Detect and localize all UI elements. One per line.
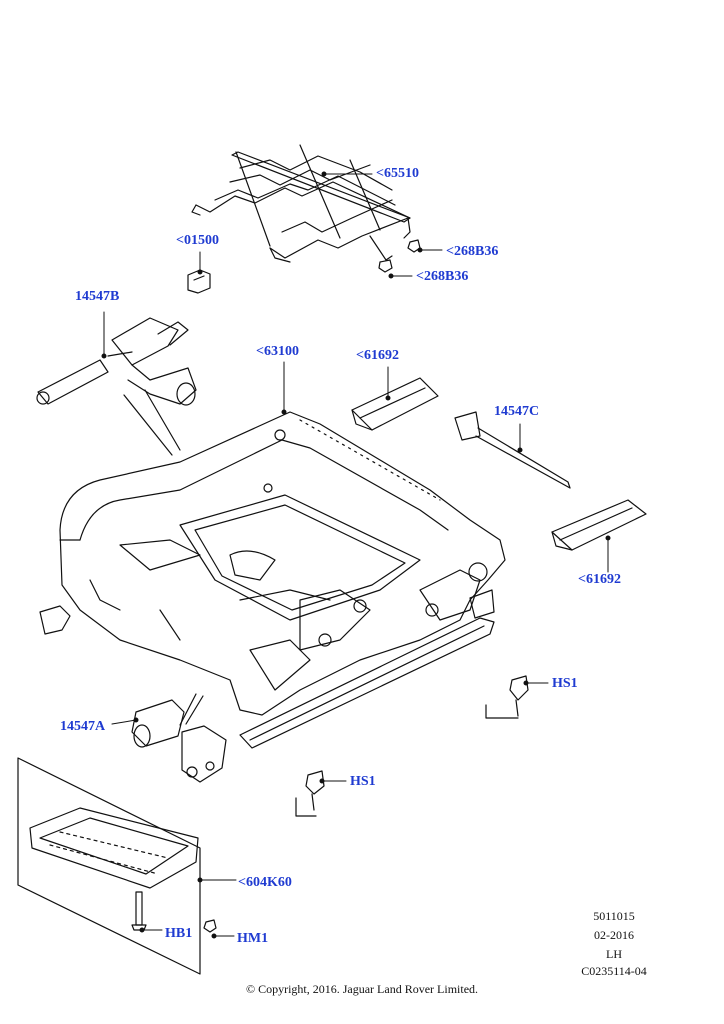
callout-hs1-upper[interactable]: HS1 bbox=[552, 676, 578, 691]
track-cover-61692-lower-part bbox=[551, 499, 647, 551]
callout-hb1[interactable]: HB1 bbox=[165, 926, 193, 941]
callout-61692-upper[interactable]: <61692 bbox=[356, 348, 399, 363]
callout-63100[interactable]: <63100 bbox=[256, 344, 299, 359]
callout-604k60[interactable]: <604K60 bbox=[238, 875, 292, 890]
callout-hm1[interactable]: HM1 bbox=[237, 931, 269, 946]
callout-268b36-upper[interactable]: <268B36 bbox=[446, 244, 499, 259]
drawing-code: 5011015 bbox=[593, 909, 635, 923]
callout-61692-lower[interactable]: <61692 bbox=[578, 572, 621, 587]
recliner-motor-14547b-part bbox=[36, 317, 197, 406]
callout-14547c[interactable]: 14547C bbox=[494, 404, 540, 419]
screw-hs1-upper-part bbox=[509, 675, 529, 717]
callout-01500[interactable]: <01500 bbox=[176, 233, 219, 248]
seat-track-rail-part bbox=[39, 589, 495, 749]
control-module-604k60-part bbox=[17, 757, 201, 975]
bolt-hb1-part bbox=[131, 891, 147, 931]
screw-hs1-lower-part bbox=[305, 770, 325, 811]
callout-leaders bbox=[101, 171, 611, 939]
drawing-reference: C0235114-04 bbox=[581, 964, 647, 978]
track-cover-61692-upper-part bbox=[351, 377, 439, 431]
height-motor-14547a-part bbox=[131, 699, 227, 783]
clip-268b36-part bbox=[378, 239, 421, 273]
callout-65510[interactable]: <65510 bbox=[376, 166, 419, 181]
wire-spring-mat-part bbox=[191, 144, 411, 263]
callout-hs1-lower[interactable]: HS1 bbox=[350, 774, 376, 789]
callout-14547a[interactable]: 14547A bbox=[60, 719, 106, 734]
drive-cable-14547c-part bbox=[454, 411, 571, 489]
drawing-side: LH bbox=[606, 947, 622, 961]
callout-268b36-lower[interactable]: <268B36 bbox=[416, 269, 469, 284]
copyright-notice: © Copyright, 2016. Jaguar Land Rover Lim… bbox=[245, 982, 479, 996]
bolt-hm1-part bbox=[203, 919, 217, 933]
seat-cushion-frame-part bbox=[59, 411, 506, 716]
drawing-date: 02-2016 bbox=[594, 928, 634, 942]
callout-14547b[interactable]: 14547B bbox=[75, 289, 120, 304]
